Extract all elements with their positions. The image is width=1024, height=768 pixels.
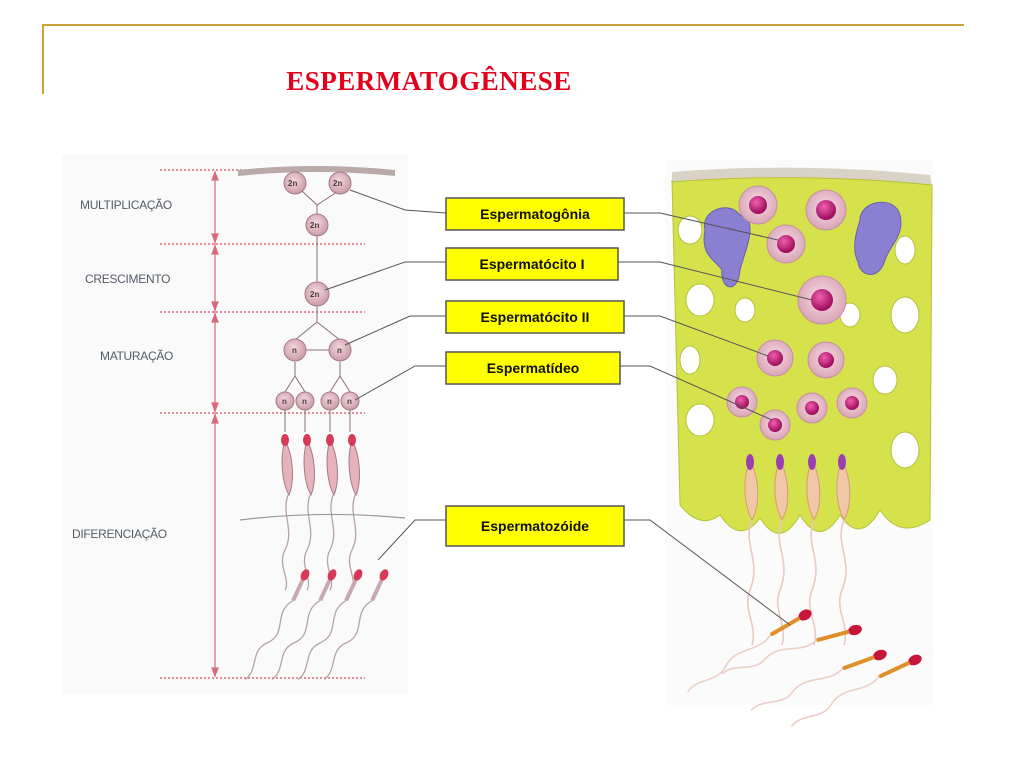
label-espermatocito-i: Espermatócito I xyxy=(479,256,584,272)
germ-cell xyxy=(805,189,847,231)
cell-label-2n: 2n xyxy=(310,290,319,299)
leader-right-espermatozoide xyxy=(624,519,791,626)
spermatid-cell xyxy=(275,391,295,411)
elongating-spermatid xyxy=(744,454,759,646)
leader-left-espermatogonia xyxy=(349,189,447,214)
spermatocyte-ii-cell xyxy=(283,338,307,362)
basement-membrane xyxy=(238,166,395,176)
germ-cell xyxy=(738,185,778,225)
spermatozoon xyxy=(244,569,310,681)
frame-top-line xyxy=(42,24,964,26)
spermatid-cell xyxy=(295,391,315,411)
stage-label-maturacao: MATURAÇÃO xyxy=(100,349,173,363)
label-box-espermatocito-i xyxy=(445,247,619,281)
spermatozoon xyxy=(323,569,389,681)
tubule-membrane xyxy=(672,167,932,185)
cell-label-2n: 2n xyxy=(310,221,319,230)
germ-cell xyxy=(807,341,845,379)
leader-right-espermatideo xyxy=(620,365,773,421)
page-title: ESPERMATOGÊNESE xyxy=(0,66,858,97)
spermatocyte-i-cell xyxy=(304,281,330,307)
lumen-boundary xyxy=(239,513,406,521)
cell-label-n: n xyxy=(347,397,352,406)
spermatogonia-cells: 2n 2n 2n xyxy=(283,171,352,237)
spermatozoon xyxy=(271,569,337,681)
left-panel-bg xyxy=(62,155,408,695)
label-box-espermatogonia xyxy=(445,197,625,231)
stage-bracket xyxy=(211,170,219,678)
cell-label-n: n xyxy=(292,346,297,355)
leader-right-espermatocito-i xyxy=(618,261,813,301)
sertoli-nucleus xyxy=(854,201,902,275)
leader-lines xyxy=(324,189,813,626)
leader-left-espermatozoide xyxy=(377,519,446,561)
spermatid-cell xyxy=(340,391,360,411)
stage-label-multiplicacao: MULTIPLICAÇÃO xyxy=(80,198,172,212)
left-schematic: MULTIPLICAÇÃO CRESCIMENTO MATURAÇÃO DIFE… xyxy=(62,155,408,695)
spermatid-cells: n n n n xyxy=(275,391,360,411)
germ-cell xyxy=(759,409,791,441)
cell-label-2n: 2n xyxy=(333,179,342,188)
germ-cells xyxy=(726,185,868,441)
spermatid-cell xyxy=(320,391,340,411)
spermatozoon xyxy=(721,624,862,675)
spermatozoon xyxy=(297,569,363,681)
page-title-text: ESPERMATOGÊNESE xyxy=(286,66,572,96)
label-espermatozoide: Espermatozóide xyxy=(481,518,589,534)
cell-label-n: n xyxy=(327,397,332,406)
stage-label-diferenciacao: DIFERENCIAÇÃO xyxy=(72,527,167,541)
leader-right-espermatogonia xyxy=(624,212,779,241)
cell-label-n: n xyxy=(282,397,287,406)
spermatozoon xyxy=(750,649,887,711)
differentiating-spermatids xyxy=(281,434,360,591)
free-spermatozoa xyxy=(687,609,922,727)
spermatogonium-cell xyxy=(283,171,307,195)
right-tissue-illustration xyxy=(665,160,933,727)
germ-cell xyxy=(797,275,847,325)
spermatozoon xyxy=(790,654,922,727)
label-box-espermatozoide xyxy=(445,505,625,547)
spermatid-differentiating xyxy=(326,434,338,591)
spermatozoon xyxy=(687,609,812,693)
spermatid-differentiating xyxy=(348,434,360,591)
stage-label-crescimento: CRESCIMENTO xyxy=(85,272,170,286)
label-box-espermatocito-ii xyxy=(445,300,625,334)
label-espermatocito-ii: Espermatócito II xyxy=(481,309,590,325)
cell-label-n: n xyxy=(337,346,342,355)
elongating-spermatid xyxy=(806,454,821,646)
mature-spermatozoa xyxy=(244,569,389,681)
germ-cell xyxy=(766,224,806,264)
leader-right-espermatocito-ii xyxy=(624,315,769,357)
elongating-spermatid xyxy=(836,454,851,646)
label-box-espermatideo xyxy=(445,351,621,385)
leader-left-espermatocito-i xyxy=(324,261,446,291)
spermatid-differentiating xyxy=(303,434,315,591)
frame-left-line xyxy=(42,24,44,94)
lineage-lines xyxy=(284,189,351,432)
sertoli-nucleus xyxy=(703,207,751,288)
label-espermatideo: Espermatídeo xyxy=(487,360,580,376)
primary-spermatocyte: 2n xyxy=(304,281,330,307)
spermatid-differentiating xyxy=(281,434,293,591)
leader-left-espermatideo xyxy=(354,365,446,401)
tissue-holes xyxy=(677,215,920,469)
leader-left-espermatocito-ii xyxy=(344,315,446,346)
label-boxes: Espermatogônia Espermatócito I Espermató… xyxy=(445,197,625,547)
spermatogonium-cell xyxy=(328,171,352,195)
germ-cell xyxy=(756,339,794,377)
cell-label-2n: 2n xyxy=(288,179,297,188)
germ-cell xyxy=(836,387,868,419)
tissue-spermatids xyxy=(744,454,851,646)
cell-label-n: n xyxy=(302,397,307,406)
spermatogonium-cell xyxy=(305,213,329,237)
label-espermatogonia: Espermatogônia xyxy=(480,206,590,222)
germ-cell xyxy=(796,392,828,424)
